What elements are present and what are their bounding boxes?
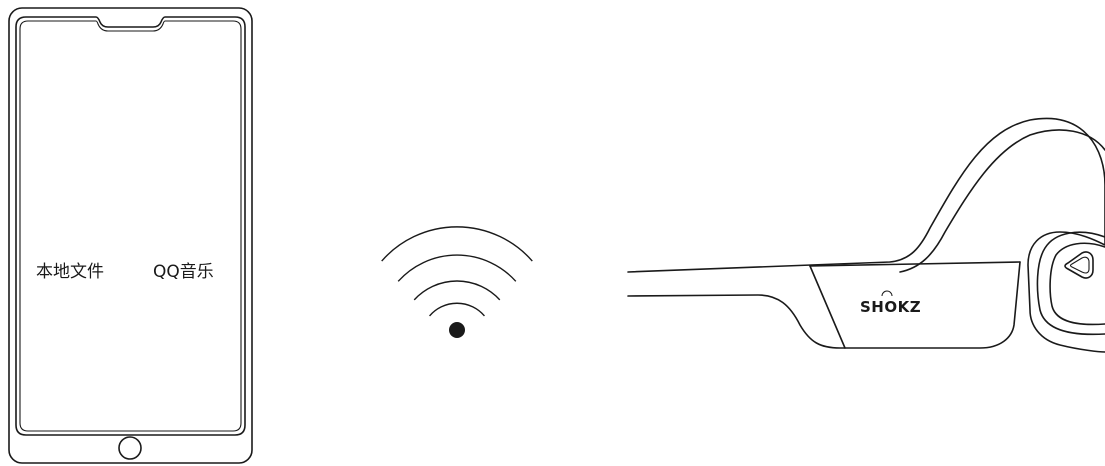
phone-body: [9, 8, 252, 463]
signal-arc-inner: [430, 303, 485, 316]
smartphone: [9, 8, 252, 463]
headphones: [628, 118, 1105, 352]
brand-logo-mark-icon: [882, 291, 892, 296]
brand-logo-text: SHOKZ: [860, 298, 921, 316]
signal-arc-2: [414, 281, 500, 300]
transducer-divider: [810, 266, 845, 348]
home-button[interactable]: [119, 437, 141, 459]
phone-screen-inner: [20, 21, 241, 431]
transducer-body: [628, 262, 1020, 348]
signal-arc-outer: [382, 227, 533, 261]
headband-inner: [900, 130, 1105, 272]
wireless-signal-icon: [382, 227, 533, 338]
phone-option-local-files[interactable]: 本地文件: [36, 262, 104, 282]
phone-option-qq-music[interactable]: QQ音乐: [153, 262, 214, 282]
headband: [628, 118, 1105, 352]
signal-dot: [449, 322, 465, 338]
phone-screen: [16, 17, 245, 435]
ear-hook-outer: [1037, 232, 1105, 334]
signal-arc-3: [398, 255, 516, 281]
